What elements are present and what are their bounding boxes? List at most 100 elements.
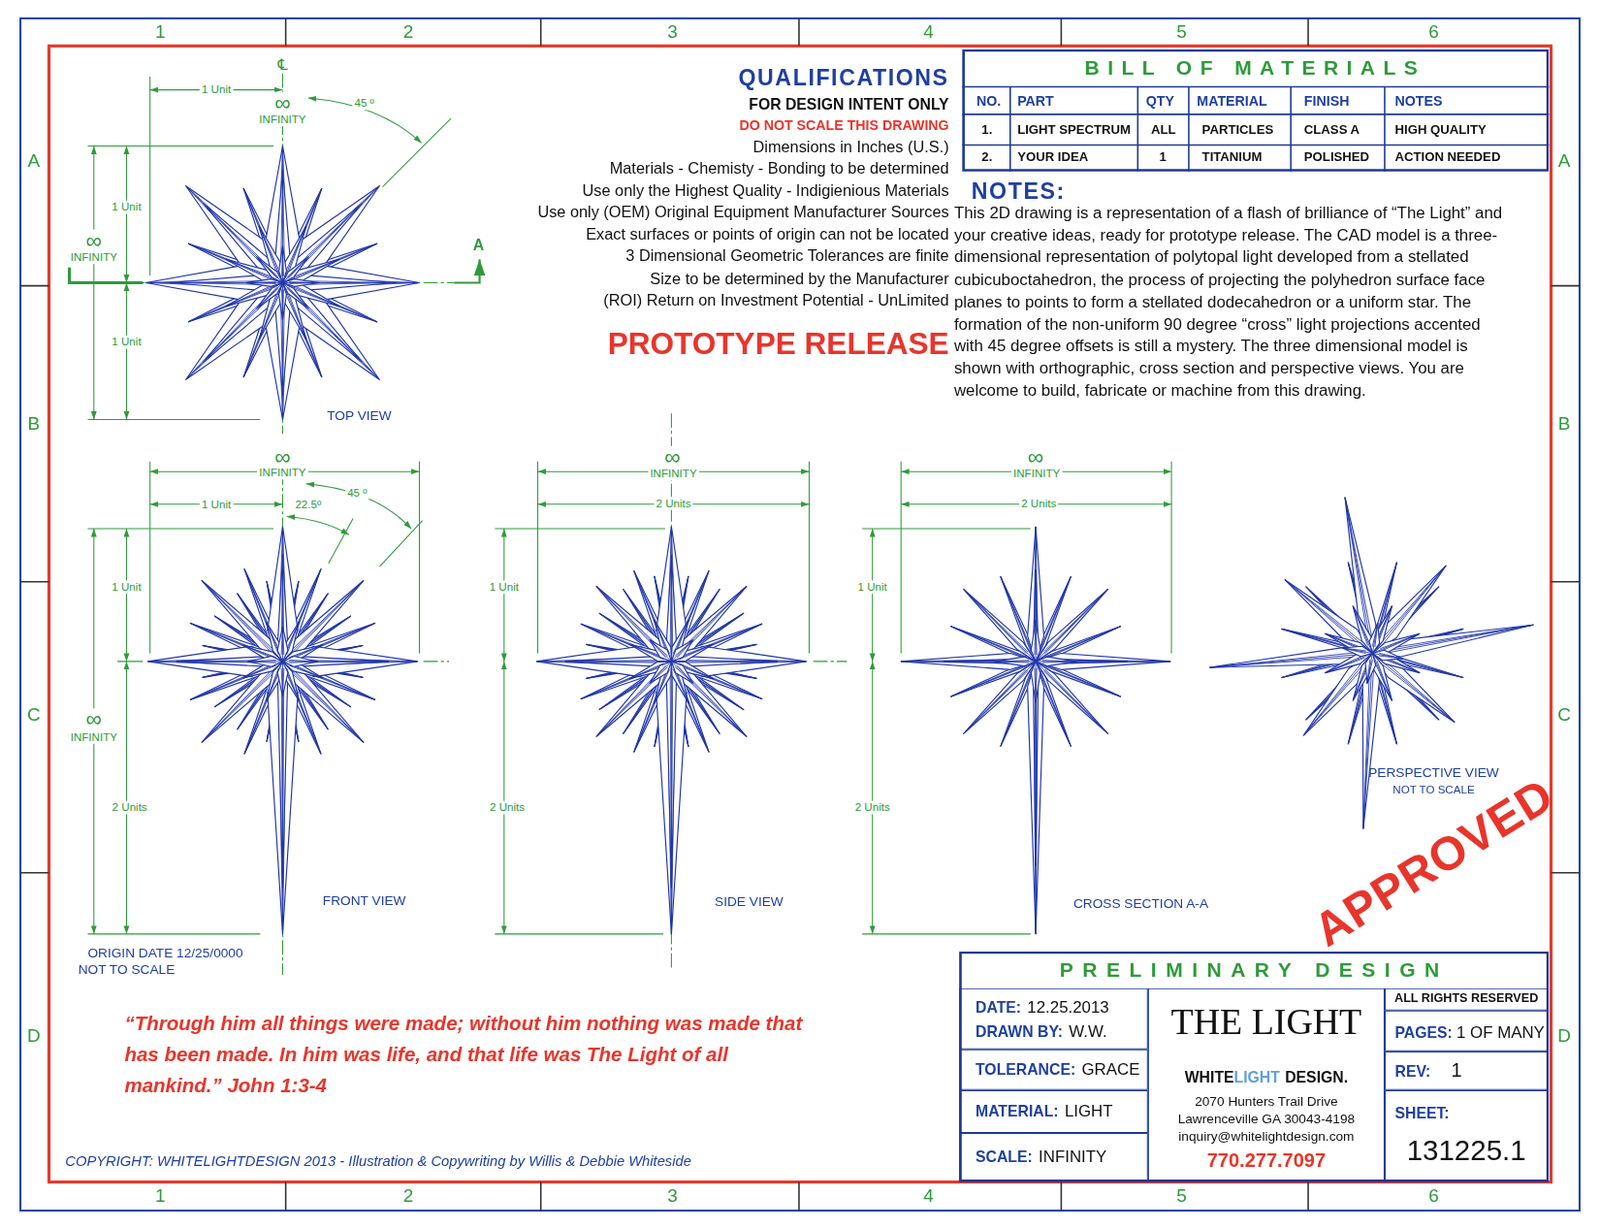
- release-stamp: PROTOTYPE RELEASE: [608, 325, 950, 361]
- star-facet: [649, 661, 672, 683]
- star-facet: [1027, 526, 1045, 662]
- star-facet: [1030, 661, 1040, 703]
- star-facet: [994, 660, 1036, 663]
- inner-frame: [49, 45, 1552, 1182]
- notes-text: This 2D drawing is a representation of a…: [954, 201, 1514, 402]
- text-row: PRELIMINARY DESIGN: [1059, 958, 1449, 982]
- dimension-text: 2 Units: [487, 800, 527, 814]
- dimension-text: INFINITY: [1011, 467, 1062, 480]
- star-facet: [282, 282, 320, 285]
- star-facet: [1035, 652, 1171, 670]
- grid-reference: C: [1557, 704, 1571, 726]
- table-grid: [961, 86, 1549, 171]
- star-facet: [649, 640, 672, 662]
- qualification: Materials - Chemisty - Bonding to be det…: [609, 159, 950, 178]
- table-header: PART: [1017, 93, 1055, 109]
- star-facet: [246, 282, 284, 285]
- star-facet: [267, 661, 298, 934]
- qualification: Size to be determined by the Manufacture…: [649, 269, 949, 288]
- dimension-arrow: [503, 528, 505, 662]
- title-text: PRELIMINARY DESIGN: [1059, 958, 1449, 982]
- star-facet: [1372, 649, 1403, 661]
- title-text: SCALE:: [975, 1148, 1033, 1166]
- star-facet: [1372, 622, 1378, 653]
- title-block: PRELIMINARY DESIGNDATE:12.25.2013DRAWN B…: [959, 951, 1549, 1183]
- title-text: inquiry@whitelightdesign.com: [1178, 1128, 1354, 1145]
- section-arrow: [453, 258, 480, 283]
- star-facet: [282, 656, 318, 668]
- star-facet: [282, 203, 362, 284]
- view-label: CROSS SECTION A-A: [1073, 896, 1209, 912]
- qualification: Use only the Highest Quality - Indigieni…: [582, 181, 950, 200]
- title-text: WHITE: [1184, 1067, 1235, 1086]
- qualification: 3 Dimensional Geometric Tolerances are f…: [625, 247, 949, 266]
- star-facet: [1284, 579, 1373, 654]
- star-facet: [900, 652, 1036, 670]
- title-text: SHEET:: [1394, 1103, 1449, 1121]
- qualification: FOR DESIGN INTENT ONLY: [748, 95, 949, 113]
- text-row: DRAWN BY:W.W.: [975, 1022, 1108, 1041]
- star-facet: [203, 282, 284, 362]
- star-facet: [281, 661, 285, 889]
- title-text: REV:: [1394, 1062, 1431, 1081]
- star-facet: [1035, 588, 1108, 661]
- star-facet: [277, 661, 288, 889]
- star-facet: [1027, 661, 1045, 934]
- table-cell: YOUR IDEA: [1017, 149, 1088, 164]
- table-cell: ACTION NEEDED: [1394, 149, 1501, 164]
- star-facet: [1372, 652, 1403, 659]
- pages-cell: PAGES:1 OF MANY: [1384, 1010, 1549, 1052]
- section-letter: A: [473, 235, 484, 254]
- view-label: SIDE VIEW: [714, 894, 784, 910]
- dimension-text: 1 Unit: [855, 579, 889, 593]
- dimension-text: 45 º: [345, 486, 370, 500]
- star-facet: [1372, 565, 1446, 653]
- title-text: INFINITY: [1038, 1148, 1107, 1167]
- view-label: TOP VIEW: [326, 408, 391, 424]
- table-header: QTY: [1146, 93, 1175, 109]
- dimension-text: 2 Units: [853, 800, 893, 814]
- grid-reference: 2: [403, 1184, 415, 1207]
- view-label: ORIGIN DATE 12/25/0000: [87, 945, 243, 961]
- star-facet: [671, 661, 693, 683]
- grid-reference: 1: [155, 21, 166, 43]
- star-facet: [649, 661, 672, 683]
- grid-reference: B: [27, 413, 40, 435]
- approval-stamp: APPROVED: [1304, 767, 1564, 958]
- star-facet: [282, 282, 362, 362]
- qualification: Dimensions in Inches (U.S.): [752, 137, 949, 157]
- grid-reference: B: [1558, 413, 1571, 435]
- dimension-text: 1 Unit: [109, 335, 143, 349]
- star-facet: [277, 554, 288, 661]
- grid-reference: 4: [923, 21, 934, 43]
- scale-cell: SCALE: INFINITY: [959, 1132, 1149, 1183]
- sheet-cell: SHEET:131225.1: [1384, 1089, 1549, 1183]
- table-header: NO.: [976, 93, 1001, 109]
- star-facet: [963, 661, 1036, 734]
- title-text: LIGHT: [1234, 1067, 1280, 1086]
- dimension-arrow: [871, 661, 873, 934]
- star-facet: [1034, 661, 1036, 865]
- text-row: REV:1: [1394, 1058, 1462, 1082]
- centerline-symbol: ℄: [276, 55, 288, 73]
- star-illustration: [145, 145, 1534, 933]
- table-cell: CLASS A: [1304, 122, 1360, 137]
- dimension-text: 2 Units: [653, 496, 693, 510]
- zone-ticks: [20, 18, 1580, 1211]
- dimension-text: 45 º: [352, 96, 377, 110]
- star-facet: [671, 640, 693, 662]
- star-facet: [1284, 579, 1373, 654]
- star-facet: [666, 661, 676, 889]
- star-facet: [282, 660, 318, 664]
- text-row: SHEET:: [1394, 1103, 1449, 1121]
- dimension-arrow: [126, 282, 128, 419]
- text-row: WHITELIGHTDESIGN.: [1184, 1067, 1348, 1086]
- star-facet: [277, 661, 288, 697]
- title-text: TOLERANCE:: [975, 1059, 1076, 1078]
- star-facet: [1303, 652, 1373, 736]
- star-facet: [282, 203, 362, 284]
- table-cell: TITANIUM: [1202, 149, 1263, 164]
- star-facet: [1372, 565, 1446, 653]
- dimension-text: 2 Units: [110, 800, 150, 814]
